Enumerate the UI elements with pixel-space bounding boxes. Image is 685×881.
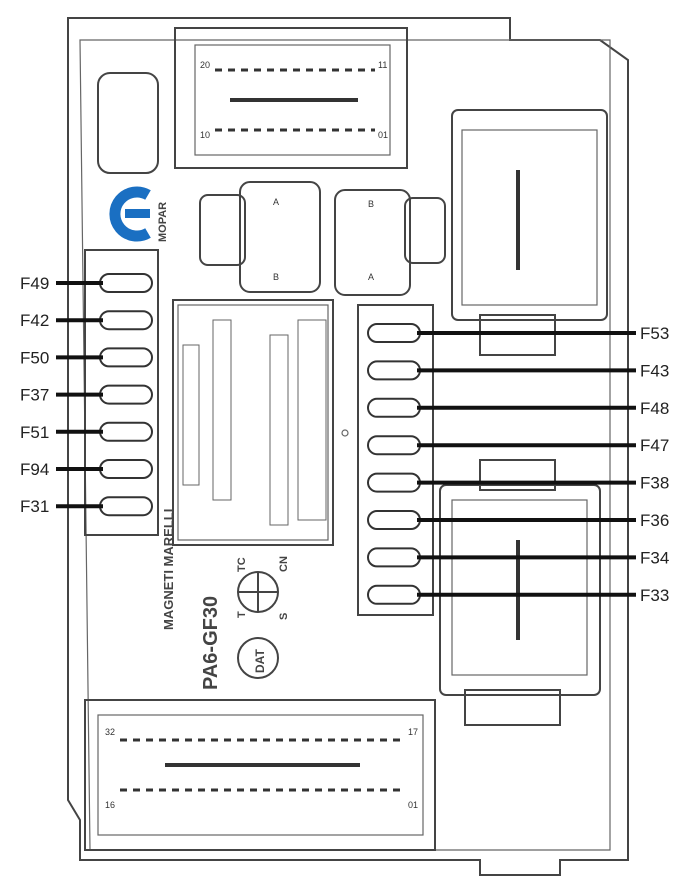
pin-label: 20 bbox=[200, 60, 210, 70]
fuse-left[interactable]: F37 bbox=[20, 384, 153, 405]
mopar-logo: MOPAR bbox=[109, 186, 169, 242]
right-lower-connector bbox=[439, 459, 601, 726]
mount-slot bbox=[97, 72, 159, 174]
svg-text:DAT: DAT bbox=[253, 649, 267, 673]
fuse-body[interactable] bbox=[367, 472, 421, 493]
fuse-body[interactable] bbox=[367, 584, 421, 605]
fuse-label: F50 bbox=[20, 348, 49, 367]
fuse-right[interactable]: F33 bbox=[367, 584, 669, 605]
fuse-body[interactable] bbox=[367, 435, 421, 456]
svg-text:A: A bbox=[273, 197, 279, 207]
fuse-label: F49 bbox=[20, 274, 49, 293]
fuse-label: F42 bbox=[20, 311, 49, 330]
pin-label: 01 bbox=[378, 130, 388, 140]
fuse-label: F34 bbox=[640, 548, 669, 567]
bottom-connector: 32 17 16 01 bbox=[84, 699, 436, 851]
fuse-label: F51 bbox=[20, 423, 49, 442]
svg-text:MAGNETI MARELLI: MAGNETI MARELLI bbox=[161, 509, 176, 630]
housing-inner bbox=[79, 39, 611, 851]
svg-text:A: A bbox=[368, 272, 374, 282]
svg-text:MOPAR: MOPAR bbox=[157, 202, 169, 242]
fuse-body[interactable] bbox=[99, 496, 153, 517]
fuse-left[interactable]: F42 bbox=[20, 310, 153, 331]
fuse-label: F31 bbox=[20, 497, 49, 516]
svg-text:16: 16 bbox=[105, 800, 115, 810]
fuse-body[interactable] bbox=[99, 421, 153, 442]
fuse-body[interactable] bbox=[99, 273, 153, 293]
fuse-body[interactable] bbox=[367, 397, 421, 418]
svg-text:S: S bbox=[278, 613, 290, 620]
svg-text:01: 01 bbox=[408, 800, 418, 810]
fuse-left[interactable]: F94 bbox=[20, 459, 153, 479]
fuse-left[interactable]: F51 bbox=[20, 421, 153, 442]
fuse-body[interactable] bbox=[367, 547, 421, 568]
fuse-body[interactable] bbox=[99, 459, 153, 479]
fuse-right[interactable]: F43 bbox=[367, 360, 669, 381]
fuse-right[interactable]: F34 bbox=[367, 547, 669, 568]
small-connector-right: B A bbox=[334, 189, 446, 296]
fuse-body[interactable] bbox=[367, 360, 421, 381]
svg-text:32: 32 bbox=[105, 727, 115, 737]
fuse-body[interactable] bbox=[367, 510, 421, 530]
top-connector: 20 11 10 01 bbox=[174, 27, 408, 169]
fuse-label: F94 bbox=[20, 460, 49, 479]
pin-label: 10 bbox=[200, 130, 210, 140]
fuse-right[interactable]: F53 bbox=[367, 323, 669, 343]
label-plate bbox=[172, 299, 334, 546]
small-connector-left: A B bbox=[199, 181, 321, 293]
fuse-body[interactable] bbox=[99, 347, 153, 368]
svg-text:17: 17 bbox=[408, 727, 418, 737]
fuse-right[interactable]: F36 bbox=[367, 510, 669, 530]
fuse-right[interactable]: F38 bbox=[367, 472, 669, 493]
fuse-label: F36 bbox=[640, 511, 669, 530]
fuse-label: F33 bbox=[640, 586, 669, 605]
right-upper-connector bbox=[451, 109, 608, 356]
fuse-label: F48 bbox=[640, 399, 669, 418]
material-marking: PA6-GF30 bbox=[200, 596, 222, 690]
fuse-label: F38 bbox=[640, 474, 669, 493]
fuse-label: F53 bbox=[640, 324, 669, 343]
fuse-left[interactable]: F49 bbox=[20, 273, 153, 293]
fuse-left[interactable]: F31 bbox=[20, 496, 153, 517]
svg-text:CN: CN bbox=[278, 556, 290, 572]
fuse-left[interactable]: F50 bbox=[20, 347, 153, 368]
fuse-label: F37 bbox=[20, 386, 49, 405]
svg-text:TC: TC bbox=[236, 557, 248, 572]
pin-label: 11 bbox=[378, 60, 387, 70]
left-fuse-block bbox=[84, 249, 159, 536]
fuse-label: F43 bbox=[640, 361, 669, 380]
fuse-body[interactable] bbox=[99, 384, 153, 405]
svg-text:B: B bbox=[273, 272, 279, 282]
markings: MAGNETI MARELLI PA6-GF30 TC CN T S DAT bbox=[161, 509, 290, 690]
right-fuse-block bbox=[357, 304, 434, 616]
fuse-body[interactable] bbox=[99, 310, 153, 331]
fuse-body[interactable] bbox=[367, 323, 421, 343]
fuse-right[interactable]: F47 bbox=[367, 435, 669, 456]
fuse-label: F47 bbox=[640, 436, 669, 455]
fuse-right[interactable]: F48 bbox=[367, 397, 669, 418]
svg-text:T: T bbox=[236, 611, 248, 618]
svg-text:B: B bbox=[368, 199, 374, 209]
